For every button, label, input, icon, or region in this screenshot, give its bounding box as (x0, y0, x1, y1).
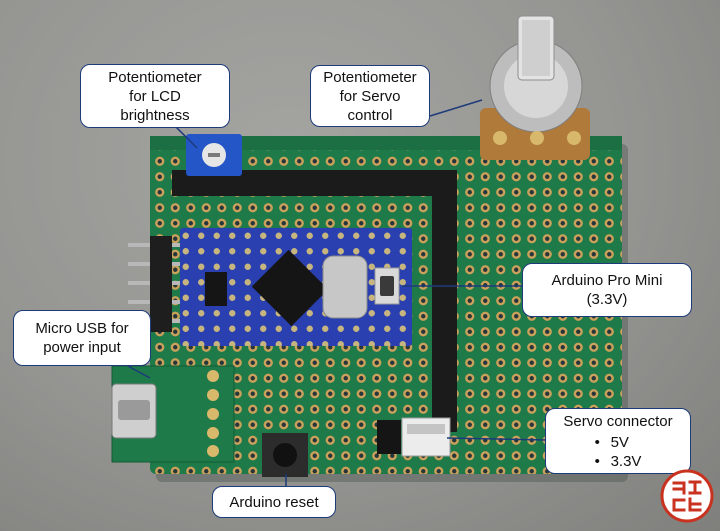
callout-servo-connector: Servo connector 5V 3.3V (545, 408, 691, 474)
microcontroller-chip (251, 249, 329, 327)
callout-title: Servo connector (563, 412, 673, 430)
callout-micro-usb: Micro USB for power input (13, 310, 151, 366)
callout-servo-potentiometer: Potentiometer for Servo control (310, 65, 430, 127)
crystal-oscillator (322, 255, 368, 319)
callout-arduino-reset: Arduino reset (212, 486, 336, 518)
callout-text-line: Arduino reset (229, 493, 319, 511)
watermark-stamp-icon (660, 469, 714, 523)
servo-connector (401, 417, 451, 457)
voltage-item: 3.3V (595, 452, 642, 471)
voltage-item: 5V (595, 433, 642, 452)
callout-text-line: Arduino Pro Mini (551, 272, 663, 289)
callout-lcd-potentiometer: Potentiometer for LCD brightness (80, 64, 230, 128)
callout-text-line: for LCD (129, 87, 181, 105)
callout-text-line: Micro USB for (35, 320, 129, 337)
callout-arduino-pro-mini: Arduino Pro Mini (3.3V) (522, 263, 692, 317)
callout-text-line: control (347, 106, 393, 124)
callout-text-line: Potentiometer (323, 68, 417, 86)
callout-text-line: Potentiometer (108, 68, 202, 86)
callout-text-line: (3.3V) (586, 291, 628, 308)
callout-text-line: power input (43, 339, 121, 356)
callout-text-line: brightness (120, 106, 190, 124)
callout-text-line: for Servo (339, 87, 401, 105)
voltage-list: 5V 3.3V (595, 433, 642, 471)
